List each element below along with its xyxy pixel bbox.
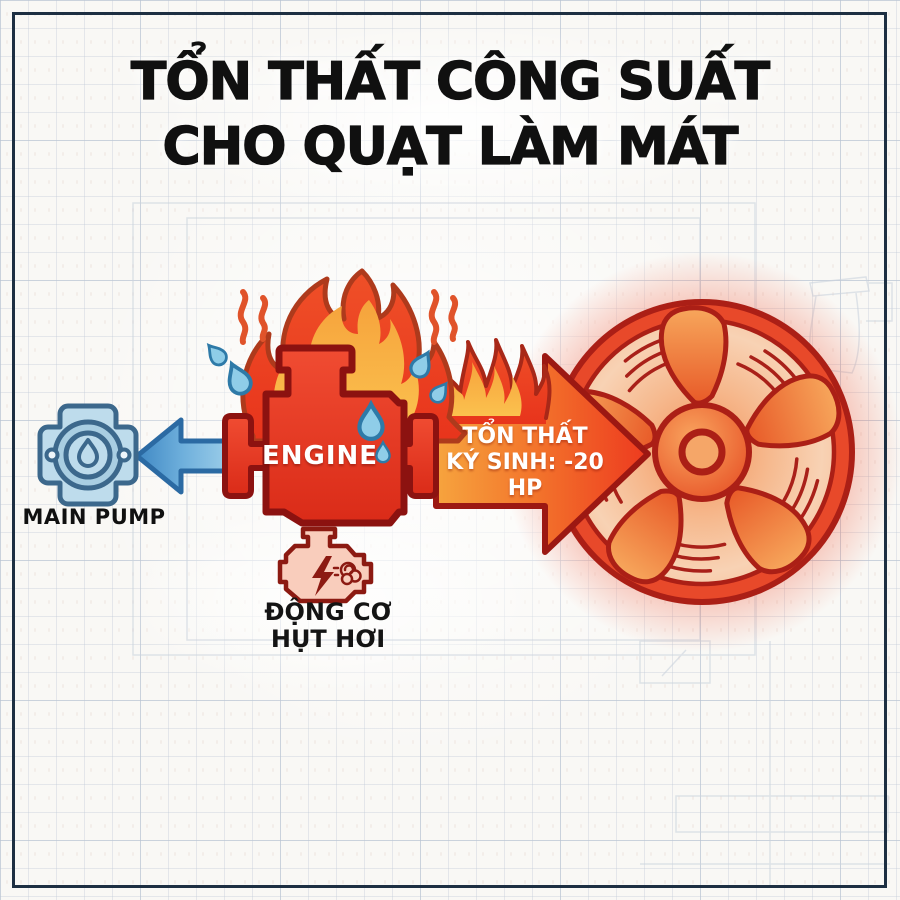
parasitic-loss-arrow-icon <box>433 338 651 555</box>
fan-hub-ring <box>678 428 726 476</box>
caption-line-1: ĐỘNG CƠ <box>264 598 392 626</box>
caption-line-2: HỤT HƠI <box>270 625 386 653</box>
main-pump-icon <box>37 403 139 507</box>
exhaust-puff <box>332 561 362 586</box>
heat-wave-icon <box>237 289 459 345</box>
parasitic-loss-label: TỔN THẤT KÝ SINH: -20 HP <box>433 424 617 502</box>
arrow-flame-inner <box>446 362 522 416</box>
title-line-1: TỔN THẤT CÔNG SUẤT <box>130 51 770 112</box>
loss-line-2: KÝ SINH: -20 HP <box>446 450 604 501</box>
engine-label: ENGINE <box>261 441 379 471</box>
title-line-2: CHO QUẠT LÀM MÁT <box>162 116 739 177</box>
main-pump-label: MAIN PUMP <box>22 505 166 529</box>
page-title: TỔN THẤT CÔNG SUẤT CHO QUẠT LÀM MÁT <box>0 50 900 180</box>
engine-block-icon <box>222 344 439 527</box>
sweat-drop-icon <box>206 343 448 464</box>
weak-engine-icon <box>277 526 374 604</box>
cooling-fan-icon <box>549 299 855 605</box>
weak-engine-caption: ĐỘNG CƠ HỤT HƠI <box>240 599 416 653</box>
loss-line-1: TỔN THẤT <box>462 424 588 449</box>
arrow-flame-outline <box>436 338 552 420</box>
